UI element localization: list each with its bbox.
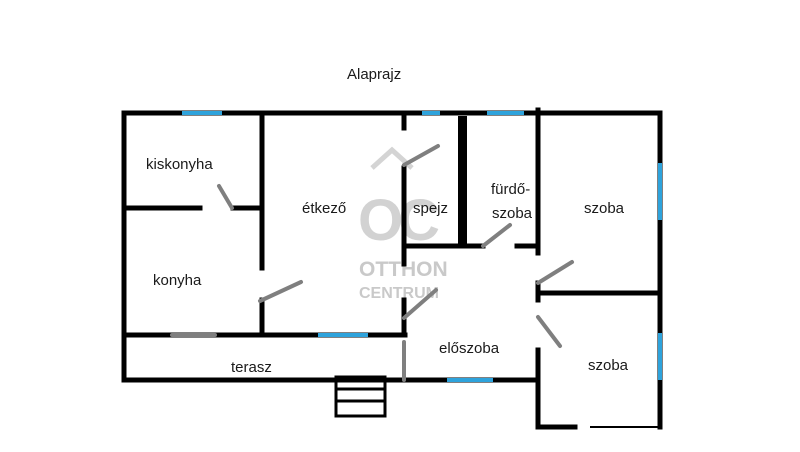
- windows: [182, 111, 662, 382]
- room-label-kiskonyha: kiskonyha: [146, 156, 213, 173]
- room-label-terasz: terasz: [231, 359, 272, 376]
- watermark-text-1: OTTHON: [359, 258, 448, 281]
- room-label-furdo-line2: szoba: [492, 205, 533, 222]
- stairs: [334, 375, 387, 418]
- wall-bath-upper: [590, 426, 660, 428]
- room-label-spejz: spejz: [413, 200, 448, 217]
- room-label-furdo-line1: fürdő-: [491, 181, 530, 198]
- room-label-konyha: konyha: [153, 272, 202, 289]
- doors: [170, 144, 574, 382]
- wall-thick-fill: [458, 116, 467, 246]
- room-label-eloszoba: előszoba: [439, 340, 500, 357]
- room-label-szoba-upper: szoba: [584, 200, 625, 217]
- room-label-szoba-lower: szoba: [588, 357, 629, 374]
- svg-text:O: O: [358, 188, 403, 253]
- watermark-text-2: CENTRUM: [359, 285, 439, 302]
- plan-title: Alaprajz: [347, 66, 401, 83]
- room-label-etkezo: étkező: [302, 200, 346, 217]
